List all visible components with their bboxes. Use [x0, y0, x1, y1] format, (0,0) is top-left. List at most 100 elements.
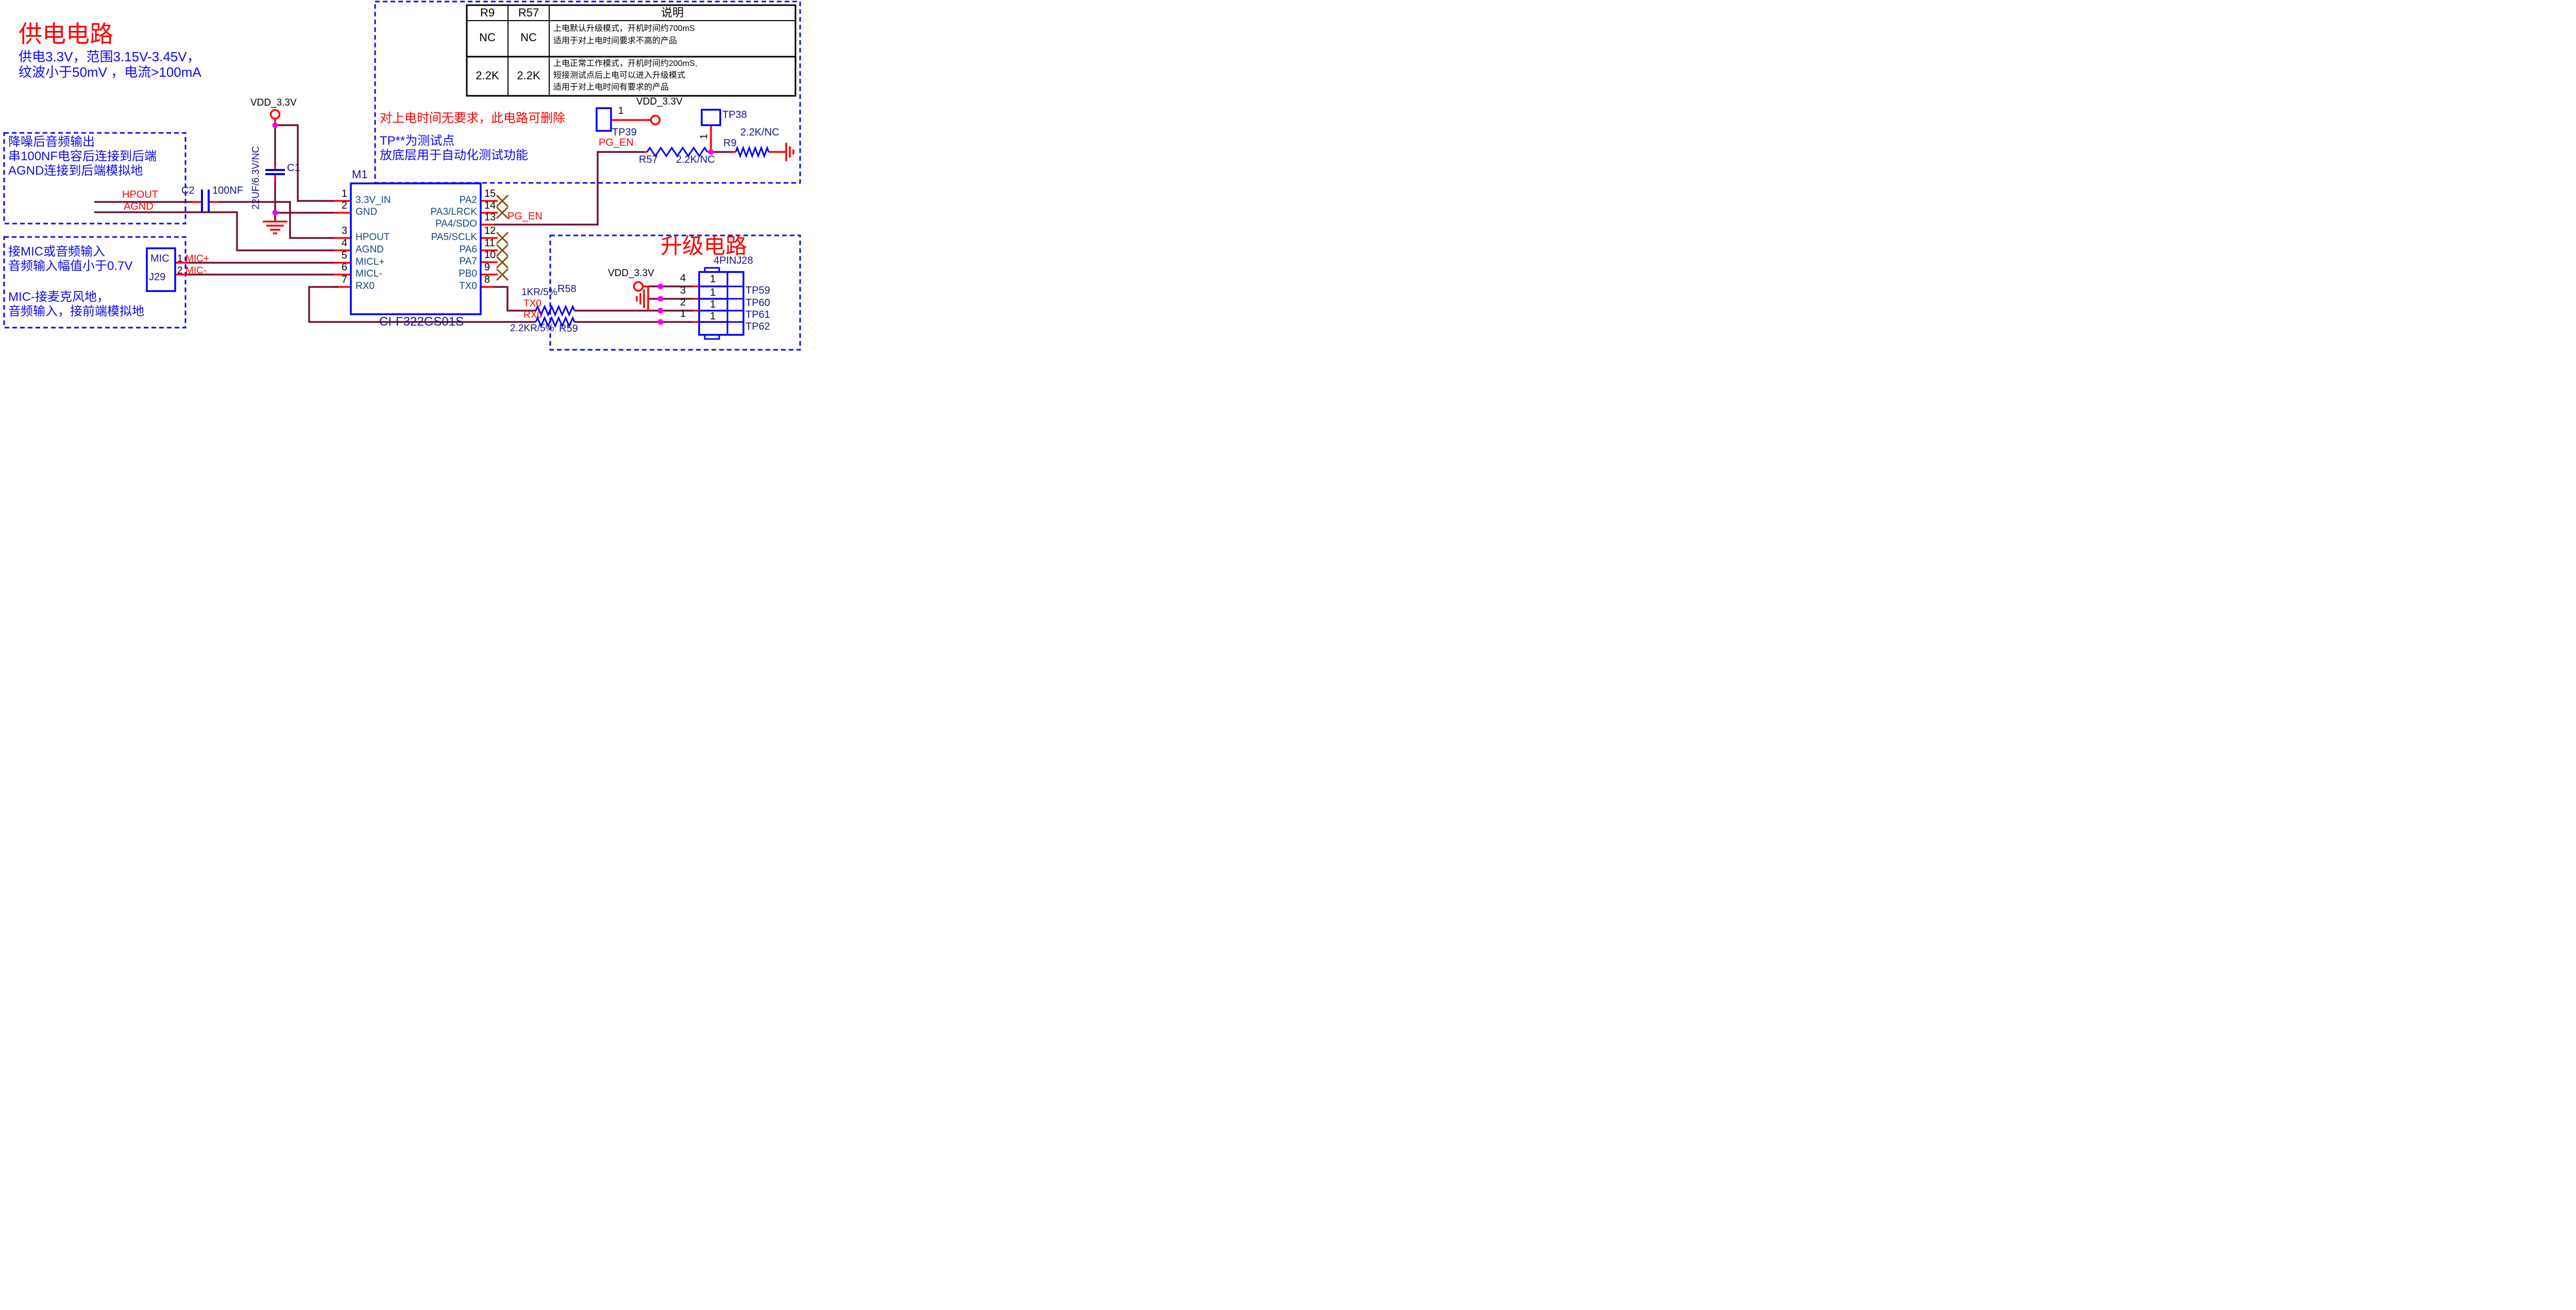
page-title: 供电电路	[19, 21, 113, 47]
nc-x-pin9	[496, 268, 509, 281]
audio-note-3: AGND连接到后端模拟地	[8, 164, 143, 178]
mic-annotation-box	[3, 236, 187, 329]
table-cell-r9-0: NC	[479, 31, 496, 44]
vdd-power-circle-main[interactable]	[269, 109, 281, 120]
net-label-mic-minus: MIC-	[185, 265, 207, 276]
net-label-tx0: TX0	[523, 298, 541, 309]
ic-pin6-name: MICL-	[355, 268, 382, 279]
capacitor-c2[interactable]	[201, 190, 210, 212]
connector-pin-b: 1	[710, 287, 716, 298]
net-label-agnd: AGND	[124, 201, 154, 212]
ic-pin7-name: RX0	[355, 281, 375, 292]
capacitor-c1[interactable]	[265, 169, 285, 175]
ic-pin4-name: AGND	[355, 244, 384, 255]
net-label-pgen: PG_EN	[599, 137, 634, 148]
testpoint-tp38-pad[interactable]	[701, 109, 721, 126]
ic-pin3-name: HPOUT	[355, 232, 390, 243]
wire-num-4: 4	[680, 273, 686, 284]
j29-pin-stubs	[175, 262, 188, 276]
ic-pin4-number: 4	[341, 237, 347, 249]
ic-pin8-number: 8	[484, 274, 490, 285]
ic-pin7-number: 7	[341, 274, 347, 285]
ic-pin5-number: 5	[341, 250, 347, 261]
r58-value: 1KR/5%	[521, 287, 557, 298]
resistor-r58[interactable]	[535, 304, 575, 317]
cap-c1-value: 22UF/6.3V/NC	[250, 146, 262, 210]
ic-pin9-number: 9	[484, 262, 490, 273]
tp61-label: TP61	[745, 309, 770, 320]
audio-note-1: 降噪后音频输出	[8, 135, 95, 149]
cap-c2-value: 100NF	[212, 185, 244, 196]
table-desc-r1-l2: 适用于对上电时间有要求的产品	[553, 83, 669, 92]
cap-c1-ref: C1	[287, 162, 300, 174]
vdd-power-circle-test[interactable]	[650, 114, 661, 126]
net-label-hpout: HPOUT	[122, 189, 158, 200]
wires	[94, 118, 786, 323]
upgrade-circuit-box	[549, 234, 801, 351]
connector-outline	[698, 271, 744, 336]
resistor-r59[interactable]	[535, 316, 575, 328]
nc-x-pin15	[496, 194, 509, 208]
ground-symbol-pgen	[785, 143, 794, 161]
table-desc-r1-l0: 上电正常工作模式，开机时间约200mS,	[553, 59, 698, 68]
ic-pin10-name: PA7	[459, 256, 477, 267]
power-on-option-box	[374, 1, 801, 184]
j29-pin2-num: 2	[177, 265, 183, 276]
connector-pin-a: 1	[710, 274, 716, 285]
audio-out-annotation-box	[3, 132, 187, 225]
r57-ref: R57	[639, 154, 658, 165]
schematic-page: 供电电路供电3.3V，范围3.15V-3.45V，纹波小于50mV ，电流>10…	[0, 0, 808, 359]
tp39-label: TP39	[612, 127, 637, 138]
upgrade-title: 升级电路	[660, 235, 748, 259]
r9-value: 2.2K/NC	[740, 127, 779, 138]
audio-note-2: 串100NF电容后连接到后端	[8, 149, 157, 163]
resistor-r57[interactable]	[646, 146, 708, 158]
table-cell-r57-0: NC	[520, 31, 537, 44]
junction-dot	[657, 319, 664, 325]
net-label-pgen-ic: PG_EN	[507, 211, 543, 222]
ic-pin14-number: 14	[484, 200, 496, 211]
connector-j29-body[interactable]	[146, 247, 176, 292]
mic-note-3: MIC-接麦克风地，	[8, 290, 109, 304]
tp38-label: TP38	[722, 109, 747, 121]
power-flag-main: VDD_3.3V	[250, 97, 297, 108]
power-note-2: 纹波小于50mV ，电流>100mA	[19, 64, 201, 80]
net-vdd-c1-wire	[274, 124, 335, 220]
ic-part-number: CI-F322GS01S	[379, 315, 464, 329]
mic-note-4: 音频输入，接前端模拟地	[8, 304, 144, 318]
resistor-r9[interactable]	[735, 145, 770, 159]
ic-pin1-name: 3.3V_IN	[355, 195, 391, 206]
ic-pin13-name: PA4/SDO	[435, 218, 477, 229]
j29-ref: J29	[149, 271, 166, 283]
nc-cross-marks	[496, 194, 509, 281]
j29-name: MIC	[150, 253, 170, 264]
junction-dot	[272, 210, 278, 216]
ic-left-pin-stubs	[334, 200, 351, 288]
ground-symbol-upgrade	[636, 290, 645, 308]
junction-dots	[272, 122, 714, 325]
mic-note-2: 音频输入幅值小于0.7V	[8, 259, 133, 273]
testpoint-tp39-pad[interactable]	[596, 107, 612, 132]
ic-pin11-number: 11	[484, 237, 495, 249]
ic-m1-body[interactable]	[350, 182, 482, 315]
table-header-0: R9	[480, 6, 495, 19]
vdd-power-circle-upgrade[interactable]	[633, 281, 644, 292]
delete-note: 对上电时间无要求，此电路可删除	[380, 111, 565, 125]
wire-num-2: 2	[680, 297, 686, 308]
table-border	[466, 4, 796, 97]
connector-cell-dividers	[699, 272, 743, 335]
ic-pin14-name: PA3/LRCK	[430, 207, 477, 217]
connector-4pinj28-body[interactable]	[698, 267, 744, 340]
connector-ref: 4PINJ28	[714, 255, 753, 266]
net-mic-wires	[188, 262, 335, 276]
table-cell-r57-1: 2.2K	[517, 69, 540, 82]
ic-pin12-number: 12	[484, 225, 496, 236]
nc-x-pin12	[496, 231, 509, 245]
wire-num-3: 3	[680, 285, 686, 296]
tp39-pin-num: 1	[618, 106, 624, 116]
r57-value: 2.2K/NC	[676, 154, 715, 165]
ic-refdes: M1	[352, 168, 368, 181]
tp59-label: TP59	[745, 285, 770, 296]
ic-pin2-number: 2	[341, 200, 347, 211]
ic-pin6-number: 6	[341, 262, 347, 273]
